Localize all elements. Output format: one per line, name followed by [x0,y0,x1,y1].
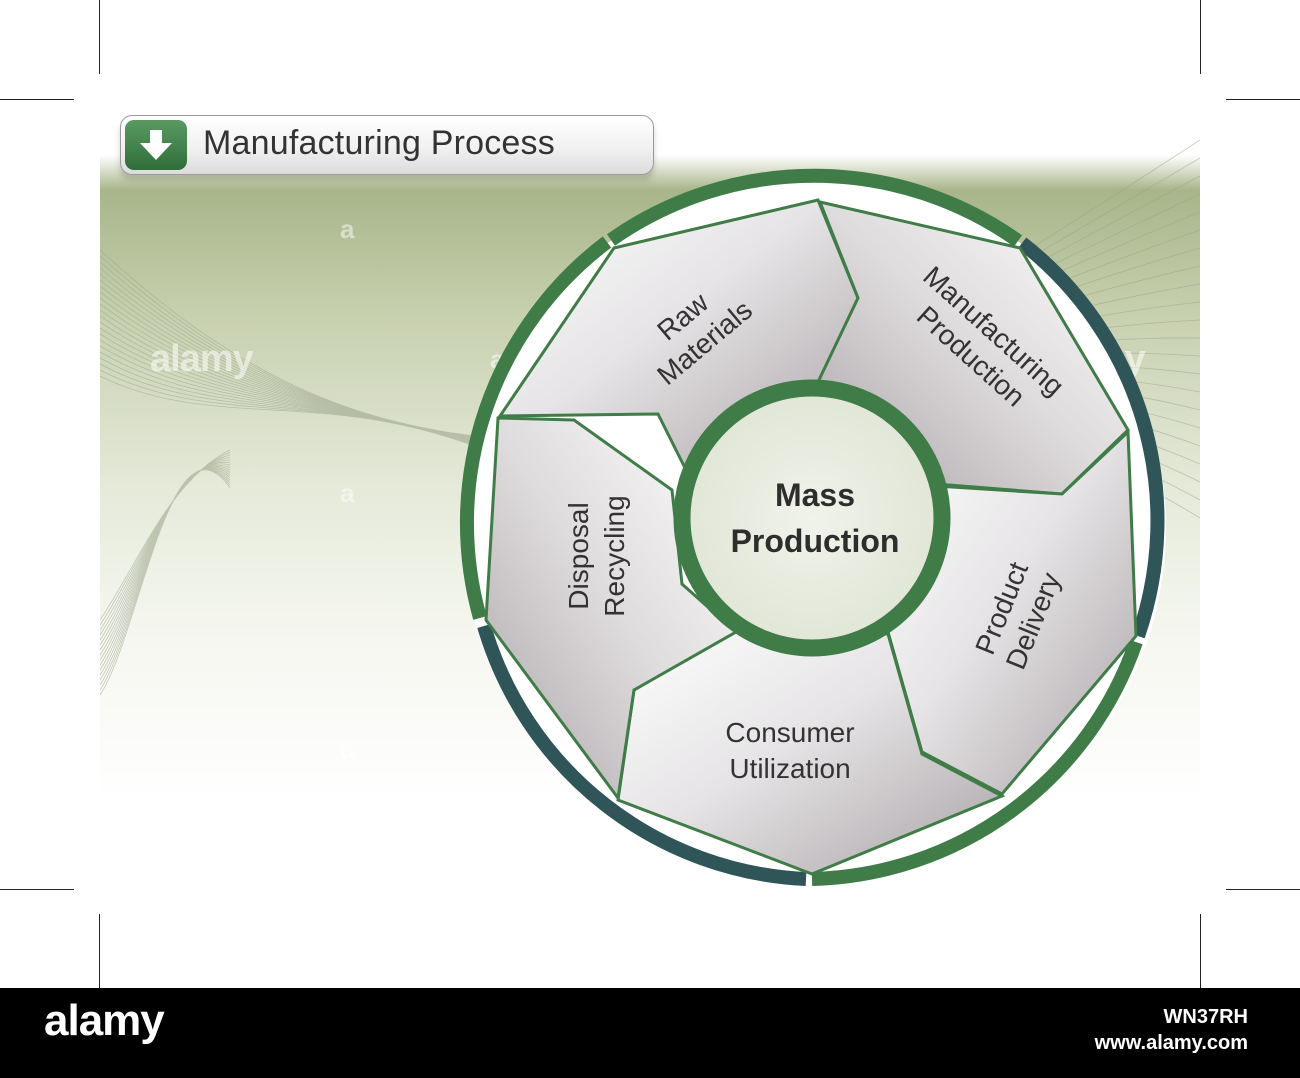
segment-disposal-recycling [484,416,739,802]
segment-label-line1: Disposal [563,502,594,609]
wave-line [100,454,231,631]
wave-line [100,457,231,636]
center-label-line1: Mass [775,477,855,513]
footer-bar: alamy WN37RH www.alamy.com [0,988,1300,1078]
arrow-down-icon [125,120,187,170]
title-bar: Manufacturing Process [120,115,654,175]
crop-mark [1226,99,1300,100]
wave-line [100,469,231,696]
footer-site: www.alamy.com [1094,1032,1248,1054]
ring-arc [811,639,1143,886]
footer-logo: alamy [44,996,165,1045]
ring-arc [459,236,612,620]
crop-mark [99,914,100,988]
ring-arc [1017,237,1165,639]
crop-mark [0,99,74,100]
crop-mark [0,889,74,890]
segment-label-line2: Utilization [729,753,850,784]
watermark-text: alamy [150,338,254,380]
center-label-line2: Production [731,523,900,559]
page-title: Manufacturing Process [203,124,555,162]
watermark-letter: a [340,478,355,508]
footer-image-id: WN37RH [1163,1006,1248,1028]
watermark-letter: a [340,734,355,764]
segment-label-line2: Recycling [599,495,630,616]
footer-image-info: WN37RH www.alamy.com [1095,1004,1248,1056]
ring-arc [606,168,1023,247]
crop-mark [1200,914,1201,988]
ring-arc [477,624,807,886]
crop-mark [99,0,100,74]
wave-line [100,452,231,626]
crop-mark [1200,0,1201,74]
center-hub [673,379,951,657]
crop-mark [1226,889,1300,890]
wave-line [100,459,231,641]
segment-label-line1: Consumer [725,717,854,748]
watermark-letter: a [340,214,355,244]
